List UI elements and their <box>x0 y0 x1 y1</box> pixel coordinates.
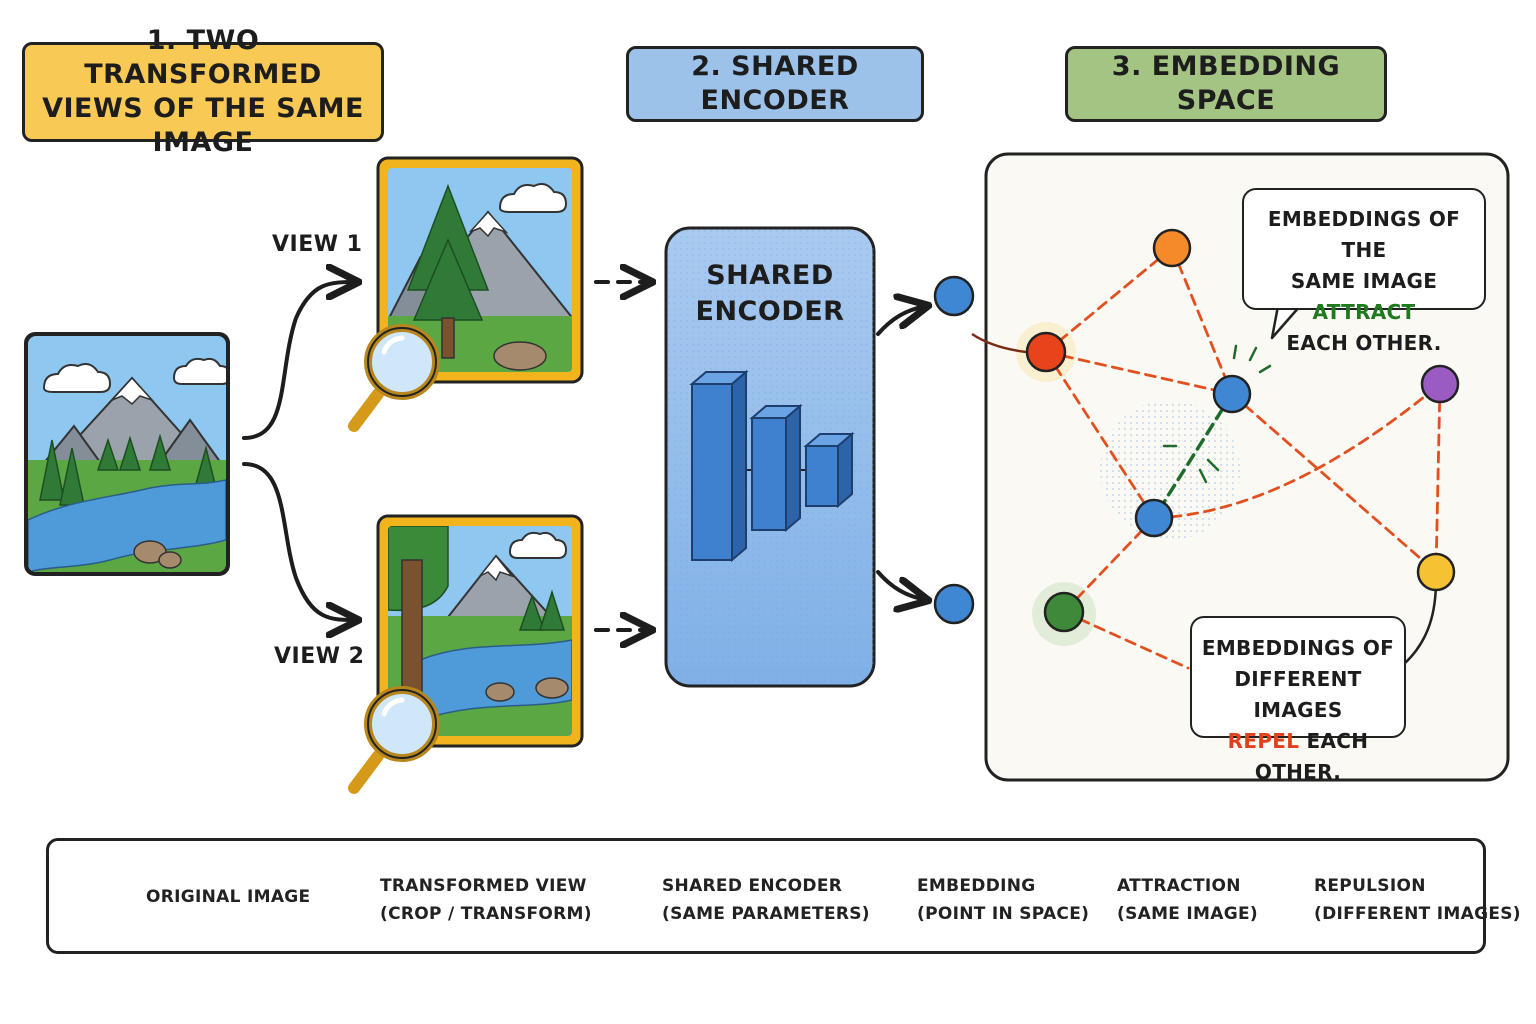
attract-callout-line-1: EMBEDDINGS OF THE <box>1267 207 1461 262</box>
attract-callout-line-3: EACH OTHER. <box>1286 331 1442 355</box>
legend-panel <box>46 838 1486 954</box>
legend-sublabel: (DIFFERENT IMAGES) <box>1314 904 1521 924</box>
view-1-label: VIEW 1 <box>272 232 363 257</box>
embedding-node-purple <box>1420 364 1460 404</box>
encoder-input-arrows <box>594 282 650 630</box>
legend-label: TRANSFORMED VIEW <box>380 876 587 896</box>
legend-item-repulsion: REPULSION (DIFFERENT IMAGES) <box>1314 872 1521 928</box>
repel-callout-line-1: EMBEDDINGS OF <box>1201 636 1395 660</box>
repel-callout-emphasis: REPEL <box>1227 729 1300 753</box>
embedding-node-blue-2 <box>1134 498 1174 538</box>
attract-callout-prefix: SAME IMAGE <box>1290 269 1438 293</box>
original-image <box>24 332 230 576</box>
embedding-node-yellow <box>1416 552 1456 592</box>
attract-callout: EMBEDDINGS OF THE SAME IMAGE ATTRACT EAC… <box>1242 188 1486 355</box>
repel-callout-suffix: EACH OTHER. <box>1254 729 1369 784</box>
magnifier-icon <box>348 686 440 794</box>
step-2-title: 2. SHARED ENCODER <box>626 46 924 122</box>
repel-callout-line-2: DIFFERENT IMAGES <box>1234 667 1362 722</box>
step-3-title: 3. EMBEDDING SPACE <box>1065 46 1387 122</box>
encoder-block-icon <box>689 369 855 563</box>
legend-label: SHARED ENCODER <box>662 876 843 896</box>
legend-sublabel: (POINT IN SPACE) <box>917 904 1090 924</box>
attraction-line <box>1152 392 1234 520</box>
transformed-view-1 <box>348 156 584 432</box>
legend-label: EMBEDDING <box>917 876 1036 896</box>
cloud-icon <box>42 357 226 393</box>
embedding-link <box>971 332 1027 354</box>
embedding-node-orange <box>1152 228 1192 268</box>
legend-label: ATTRACTION <box>1117 876 1241 896</box>
legend-sublabel: (CROP / TRANSFORM) <box>380 904 592 924</box>
embedding-node-green <box>1043 591 1085 633</box>
repel-callout-line-3: REPEL EACH OTHER. <box>1192 726 1404 788</box>
encoder-output-arrows <box>876 306 926 600</box>
embedding-node-blue-1 <box>1212 374 1252 414</box>
magnifier-icon <box>348 324 440 432</box>
attract-callout-emphasis: ATTRACT <box>1312 300 1416 324</box>
legend-item-embedding: EMBEDDING (POINT IN SPACE) <box>917 872 1089 928</box>
attraction-sparks <box>1162 344 1272 484</box>
legend-label: REPULSION <box>1314 876 1426 896</box>
shared-encoder <box>664 226 876 688</box>
embedding-node-red <box>1025 331 1067 373</box>
attract-callout-line-2: SAME IMAGE ATTRACT <box>1244 266 1484 328</box>
attract-bubble-tail <box>1270 305 1301 340</box>
repel-callout: EMBEDDINGS OF DIFFERENT IMAGES REPEL EAC… <box>1190 616 1406 784</box>
legend-label: ORIGINAL IMAGE <box>146 887 311 907</box>
legend-item-attraction: ATTRACTION (SAME IMAGE) <box>1117 872 1258 928</box>
view-2-label: VIEW 2 <box>274 644 365 669</box>
legend-item-shared-encoder: SHARED ENCODER (SAME PARAMETERS) <box>662 872 870 928</box>
embedding-output-1 <box>933 275 975 317</box>
embedding-nodes <box>1025 228 1460 633</box>
encoder-label: SHARED ENCODER <box>695 260 845 327</box>
embedding-output-2 <box>933 583 975 625</box>
repulsion-lines <box>1044 246 1442 670</box>
transformed-view-2 <box>348 514 584 794</box>
step-1-title: 1. TWO TRANSFORMED VIEWS OF THE SAME IMA… <box>22 25 384 158</box>
view-arrows <box>242 282 356 620</box>
legend-item-original-image: ORIGINAL IMAGE <box>146 883 310 911</box>
legend-sublabel: (SAME IMAGE) <box>1117 904 1258 924</box>
legend-item-transformed-view: TRANSFORMED VIEW (CROP / TRANSFORM) <box>380 872 592 928</box>
legend-sublabel: (SAME PARAMETERS) <box>662 904 870 924</box>
